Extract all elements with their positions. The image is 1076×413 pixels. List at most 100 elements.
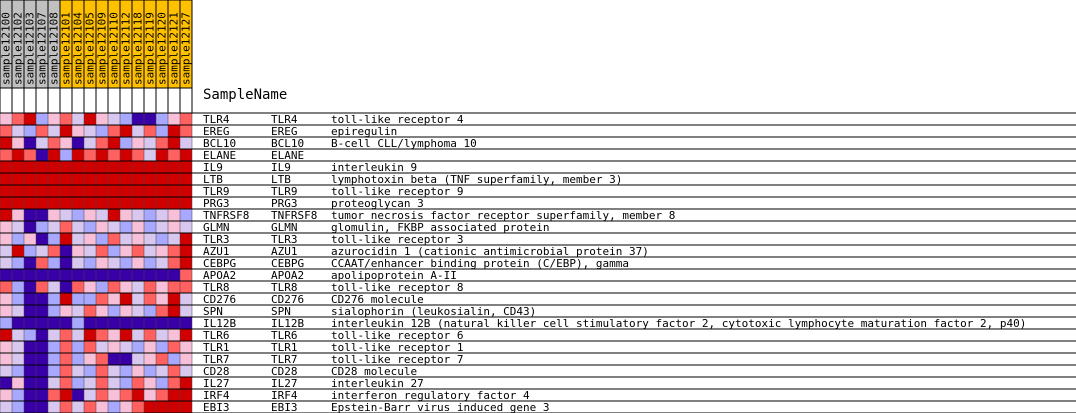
row-gene-label: IL9 bbox=[271, 161, 291, 174]
heatmap-cell bbox=[72, 197, 84, 209]
heatmap-cell bbox=[72, 365, 84, 377]
heatmap-cell bbox=[36, 221, 48, 233]
heatmap-cell bbox=[24, 245, 36, 257]
heatmap-cell bbox=[180, 221, 192, 233]
row-gene-label: CEBPG bbox=[271, 257, 304, 270]
heatmap-cell bbox=[156, 401, 168, 413]
heatmap-cell bbox=[96, 293, 108, 305]
heatmap-cell bbox=[132, 401, 144, 413]
row-description-label: proteoglycan 3 bbox=[331, 197, 424, 210]
heatmap-cell bbox=[156, 197, 168, 209]
row-symbol-label: EREG bbox=[203, 125, 230, 138]
heatmap-cell bbox=[108, 125, 120, 137]
heatmap-cell bbox=[12, 173, 24, 185]
row-gene-label: CD276 bbox=[271, 293, 304, 306]
heatmap-cell bbox=[36, 293, 48, 305]
heatmap-cell bbox=[24, 377, 36, 389]
heatmap-cell bbox=[72, 149, 84, 161]
heatmap-cell bbox=[108, 341, 120, 353]
heatmap-cell bbox=[156, 209, 168, 221]
heatmap-cell bbox=[60, 245, 72, 257]
heatmap-cell bbox=[120, 353, 132, 365]
heatmap-cell bbox=[48, 125, 60, 137]
heatmap-cell bbox=[0, 353, 12, 365]
heatmap-cell bbox=[0, 401, 12, 413]
heatmap-cell bbox=[108, 257, 120, 269]
heatmap-cell bbox=[108, 209, 120, 221]
heatmap-cell bbox=[120, 185, 132, 197]
heatmap-cell bbox=[144, 173, 156, 185]
row-symbol-label: SPN bbox=[203, 305, 223, 318]
row-description-label: toll-like receptor 6 bbox=[331, 329, 463, 342]
heatmap-cell bbox=[48, 185, 60, 197]
heatmap-cell bbox=[156, 353, 168, 365]
heatmap-cell bbox=[12, 113, 24, 125]
heatmap-cell bbox=[72, 221, 84, 233]
heatmap-cell bbox=[48, 317, 60, 329]
heatmap-cell bbox=[180, 233, 192, 245]
heatmap-cell bbox=[72, 341, 84, 353]
heatmap-cell bbox=[60, 389, 72, 401]
row-symbol-label: IL9 bbox=[203, 161, 223, 174]
heatmap-cell bbox=[96, 125, 108, 137]
heatmap-cell bbox=[120, 317, 132, 329]
heatmap-cell bbox=[144, 161, 156, 173]
heatmap-cell bbox=[180, 329, 192, 341]
row-gene-label: PRG3 bbox=[271, 197, 298, 210]
row-description-label: toll-like receptor 3 bbox=[331, 233, 463, 246]
heatmap-cell bbox=[36, 161, 48, 173]
column-header-label: sample12109 bbox=[96, 12, 109, 85]
heatmap-cell bbox=[24, 341, 36, 353]
heatmap-cell bbox=[120, 281, 132, 293]
heatmap-cell bbox=[156, 161, 168, 173]
heatmap-cell bbox=[168, 341, 180, 353]
heatmap-cell bbox=[132, 197, 144, 209]
heatmap-cell bbox=[144, 365, 156, 377]
heatmap-cell bbox=[132, 125, 144, 137]
heatmap-cell bbox=[180, 185, 192, 197]
heatmap-cell bbox=[72, 353, 84, 365]
heatmap-cell bbox=[96, 161, 108, 173]
heatmap-cell bbox=[156, 113, 168, 125]
row-description-label: Epstein-Barr virus induced gene 3 bbox=[331, 401, 550, 413]
row-description-label: tumor necrosis factor receptor superfami… bbox=[331, 209, 675, 222]
heatmap-cell bbox=[48, 341, 60, 353]
heatmap-cell bbox=[84, 185, 96, 197]
heatmap-cell bbox=[48, 365, 60, 377]
heatmap-cell bbox=[24, 149, 36, 161]
row-gene-label: AZU1 bbox=[271, 245, 298, 258]
heatmap-cell bbox=[132, 113, 144, 125]
heatmap-cell bbox=[180, 377, 192, 389]
heatmap-cell bbox=[48, 197, 60, 209]
heatmap-cell bbox=[120, 221, 132, 233]
row-symbol-label: TLR1 bbox=[203, 341, 230, 354]
heatmap-cell bbox=[156, 233, 168, 245]
heatmap-cell bbox=[12, 185, 24, 197]
row-description-label: interleukin 9 bbox=[331, 161, 417, 174]
heatmap-cell bbox=[60, 281, 72, 293]
heatmap-cell bbox=[180, 281, 192, 293]
heatmap-cell bbox=[24, 293, 36, 305]
heatmap-cell bbox=[84, 317, 96, 329]
row-description-label: CCAAT/enhancer binding protein (C/EBP), … bbox=[331, 257, 629, 270]
heatmap-cell bbox=[48, 377, 60, 389]
heatmap-cell bbox=[60, 341, 72, 353]
heatmap-cell bbox=[36, 269, 48, 281]
heatmap-cell bbox=[96, 209, 108, 221]
heatmap-cell bbox=[180, 401, 192, 413]
heatmap-cell bbox=[0, 329, 12, 341]
heatmap-cell bbox=[48, 233, 60, 245]
column-header-label: sample12110 bbox=[108, 12, 121, 85]
heatmap-cell bbox=[120, 137, 132, 149]
heatmap-cell bbox=[108, 221, 120, 233]
heatmap-cell bbox=[132, 305, 144, 317]
heatmap-cell bbox=[0, 245, 12, 257]
heatmap-cell bbox=[168, 377, 180, 389]
row-symbol-label: CD28 bbox=[203, 365, 230, 378]
heatmap-cell bbox=[180, 161, 192, 173]
heatmap-cell bbox=[96, 353, 108, 365]
heatmap-cell bbox=[132, 269, 144, 281]
row-gene-label: TLR3 bbox=[271, 233, 298, 246]
heatmap-cell bbox=[24, 113, 36, 125]
heatmap-cell bbox=[132, 257, 144, 269]
